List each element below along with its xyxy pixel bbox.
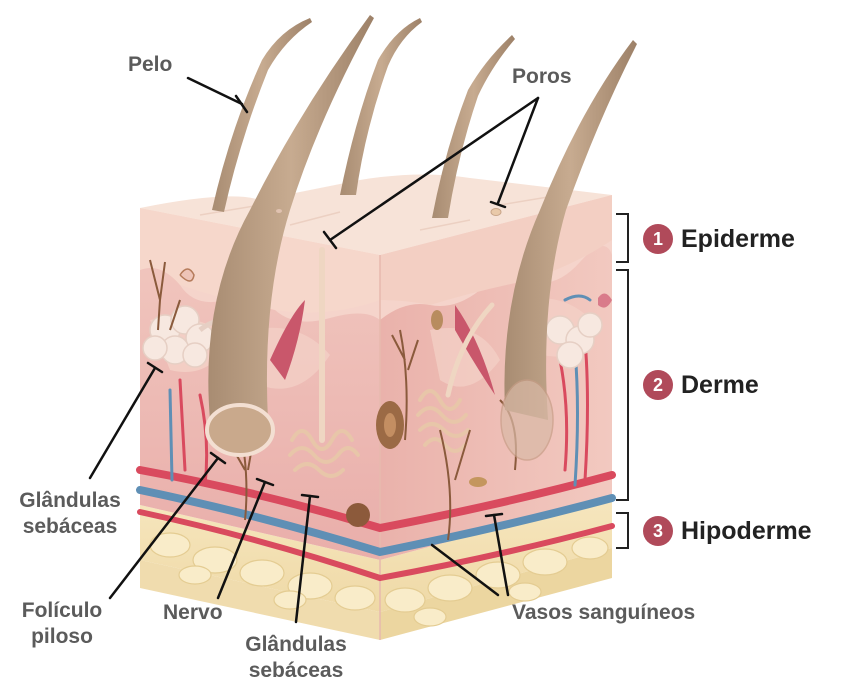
label-glandulas-sebaceas-left-line1: Glândulas xyxy=(8,488,132,514)
label-pelo: Pelo xyxy=(128,52,172,78)
layer-label-epiderme: Epiderme xyxy=(681,224,795,254)
layer-badge-1: 1 xyxy=(643,224,673,254)
layer-badge-2: 2 xyxy=(643,370,673,400)
label-foliculo-piloso: Folículo piloso xyxy=(4,598,120,650)
layer-badge-3: 3 xyxy=(643,516,673,546)
label-glandulas-sebaceas-left: Glândulas sebáceas xyxy=(8,488,132,540)
label-foliculo-piloso-line2: piloso xyxy=(4,624,120,650)
label-glandulas-sebaceas-bottom-line1: Glândulas xyxy=(232,632,360,658)
label-foliculo-piloso-line1: Folículo xyxy=(4,598,120,624)
label-glandulas-sebaceas-left-line2: sebáceas xyxy=(8,514,132,540)
label-poros: Poros xyxy=(512,64,572,90)
layer-brackets xyxy=(616,214,628,548)
layer-label-hipoderme: Hipoderme xyxy=(681,516,812,546)
label-vasos-sanguineos: Vasos sanguíneos xyxy=(512,600,695,626)
layer-label-derme: Derme xyxy=(681,370,759,400)
label-nervo: Nervo xyxy=(163,600,223,626)
label-glandulas-sebaceas-bottom: Glândulas sebáceas xyxy=(232,632,360,684)
label-glandulas-sebaceas-bottom-line2: sebáceas xyxy=(232,658,360,684)
